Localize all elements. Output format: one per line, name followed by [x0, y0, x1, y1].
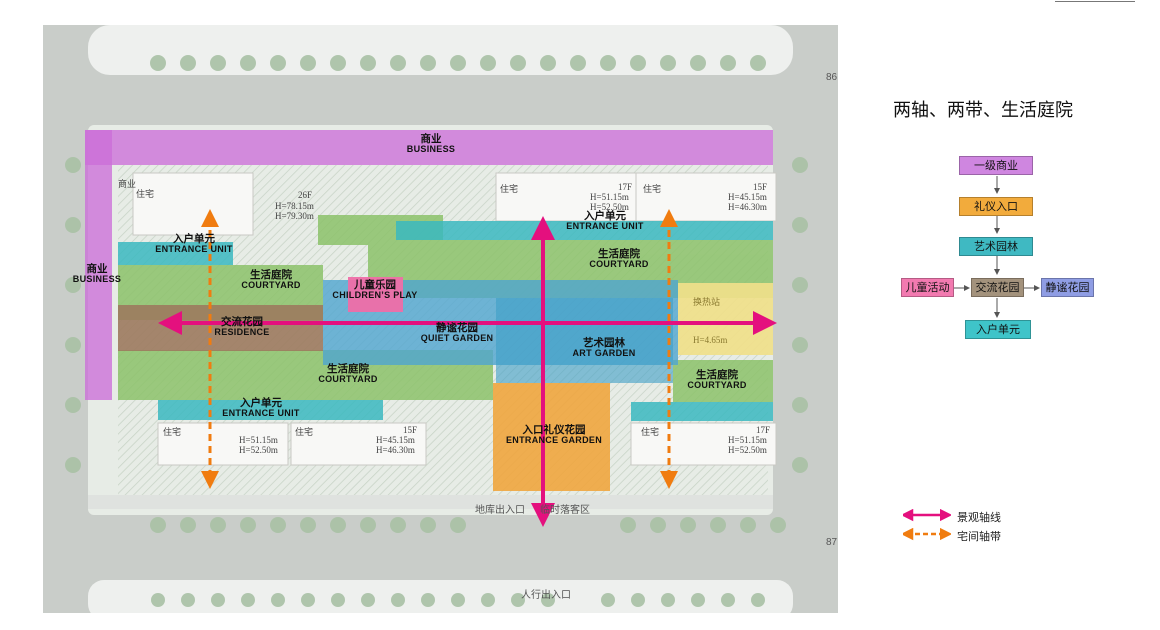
building-3-height-a: H=45.15m: [728, 192, 767, 202]
building-3-name: 住宅: [643, 184, 662, 194]
pedestrian-entry-label: 人行出入口: [521, 590, 571, 601]
legend-symbols: [903, 508, 951, 541]
building-2-height-a: H=51.15m: [590, 192, 629, 202]
building-1-name: 住宅: [136, 189, 155, 199]
building-1-height-b: H=79.30m: [275, 211, 314, 221]
tree-rows: [65, 55, 808, 607]
childrens-play-zone: [348, 277, 403, 312]
building-4-name: 住宅: [163, 427, 182, 437]
road-number-top: 86: [826, 72, 838, 83]
building-4-height-a: H=51.15m: [239, 435, 278, 445]
building-6-name: 住宅: [641, 427, 660, 437]
top-divider-line: [1055, 1, 1135, 2]
flow-box-ceremony-entry: 礼仪入口: [959, 197, 1033, 216]
heat-station-label: 换热站: [693, 297, 721, 307]
garage-exit-label: 地库出入口: [475, 505, 525, 516]
building-4-height-b: H=52.50m: [239, 445, 278, 455]
road-number-bottom: 87: [826, 537, 838, 548]
building-6-height-a: H=51.15m: [728, 435, 767, 445]
building-2-height-b: H=52.50m: [590, 202, 629, 212]
building-5-name: 住宅: [295, 427, 314, 437]
building-1-floors: 26F: [298, 190, 313, 200]
flow-box-quiet: 静谧花园: [1041, 278, 1094, 297]
business-top-band: [85, 130, 773, 165]
building-6-height-b: H=52.50m: [728, 445, 767, 455]
flow-box-exchange: 交流花园: [971, 278, 1024, 297]
legend-landscape-axis: 景观轴线: [957, 512, 1001, 524]
site-plan-drawing: [43, 25, 838, 613]
building-5-floors: 15F: [403, 425, 418, 435]
building-3-floors: 15F: [753, 182, 768, 192]
flow-box-entry-unit: 入户单元: [965, 320, 1031, 339]
business-left-band: [85, 130, 112, 400]
heat-station-height: H=4.65m: [693, 335, 728, 345]
building-5-height-b: H=46.30m: [376, 445, 415, 455]
building-5-height-a: H=45.15m: [376, 435, 415, 445]
panel-title: 两轴、两带、生活庭院: [893, 100, 1073, 120]
building-2-name: 住宅: [500, 184, 519, 194]
north-block: [88, 25, 793, 75]
building-2-floors: 17F: [618, 182, 633, 192]
building-1-height-a: H=78.15m: [275, 201, 314, 211]
building-6-floors: 17F: [756, 425, 771, 435]
flow-box-kids: 儿童活动: [901, 278, 954, 297]
building-3-height-b: H=46.30m: [728, 202, 767, 212]
dropoff-label: 临时落客区: [540, 505, 590, 516]
shop-label: 商业: [118, 179, 137, 189]
legend-house-axis: 宅间轴带: [957, 531, 1001, 543]
buildings: [132, 172, 777, 466]
flow-box-commerce: 一级商业: [959, 156, 1033, 175]
south-block: [88, 580, 793, 613]
flow-box-art-garden: 艺术园林: [959, 237, 1033, 256]
